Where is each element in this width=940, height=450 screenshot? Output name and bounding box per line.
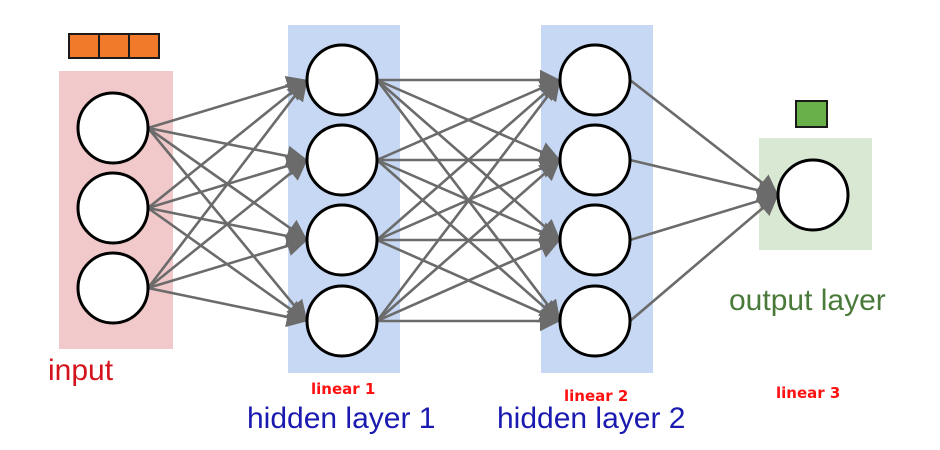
connection-edge — [147, 235, 308, 290]
hidden1-neuron — [305, 203, 379, 277]
input-neuron — [76, 251, 150, 325]
connection-edge — [629, 190, 779, 242]
hidden2-neuron — [558, 43, 632, 117]
connection-edge — [147, 159, 308, 290]
hidden2-neuron — [558, 203, 632, 277]
linear-3-label: linear 3 — [776, 384, 841, 402]
connection-edge — [629, 194, 779, 322]
connection-edge — [147, 75, 308, 130]
hidden2-neuron — [558, 284, 632, 358]
hidden1-neuron — [305, 284, 379, 358]
input-tensor-cell — [128, 33, 160, 59]
linear-1-label: linear 1 — [311, 380, 376, 398]
input-neuron — [76, 171, 150, 245]
output-tensor-cell — [795, 100, 828, 128]
connection-edge — [629, 158, 779, 201]
connection-edge — [376, 79, 561, 241]
output-layer-label: output layer — [729, 284, 886, 317]
connection-edge — [376, 238, 561, 323]
connection-edge — [376, 78, 561, 162]
connection-edge — [147, 286, 308, 328]
hidden-layer-1-label: hidden layer 1 — [247, 402, 436, 435]
input-neuron — [76, 91, 150, 165]
connection-edge — [375, 79, 561, 322]
linear-2-label: linear 2 — [564, 387, 629, 405]
connection-edge — [147, 79, 308, 210]
input-tensor-cell — [98, 33, 130, 59]
hidden2-neuron — [558, 123, 632, 197]
connection-edge — [376, 159, 561, 322]
hidden1-neuron — [305, 123, 379, 197]
connection-edge — [146, 79, 308, 289]
connection-edge — [629, 78, 779, 196]
input-tensor-cell — [68, 33, 100, 59]
hidden-layer-2-label: hidden layer 2 — [497, 402, 686, 435]
hidden1-neuron — [305, 43, 379, 117]
output-neuron — [776, 158, 850, 232]
input-layer-label: input — [48, 354, 114, 387]
